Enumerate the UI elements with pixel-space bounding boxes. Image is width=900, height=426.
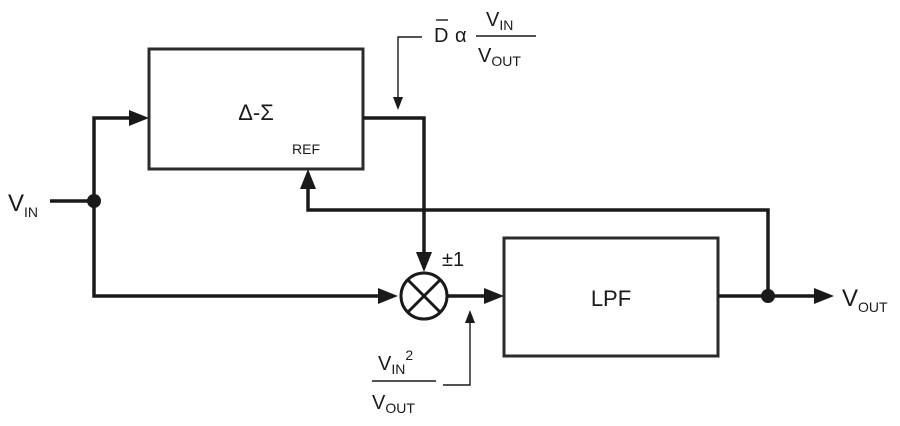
arrowhead-delta-sigma-input xyxy=(129,110,149,126)
arrowhead-multiplier-top xyxy=(416,252,432,272)
multiplier-output-annotation: VIN2 VOUT xyxy=(372,310,475,416)
duty-denominator: VOUT xyxy=(478,45,521,69)
lpf-block: LPF xyxy=(502,236,720,358)
delta-sigma-box xyxy=(147,47,365,171)
ref-label: REF xyxy=(292,141,320,157)
arrowhead-vout xyxy=(814,288,834,304)
delta-sigma-to-multiplier-wire xyxy=(363,116,426,254)
vin-junction-dot xyxy=(87,194,101,208)
duty-leader-line xyxy=(397,36,422,98)
duty-cycle-annotation: D α VIN VOUT xyxy=(393,9,536,110)
vin-label: VIN xyxy=(8,190,38,220)
arrowhead-multiplier-left xyxy=(378,288,398,304)
mult-denominator: VOUT xyxy=(372,392,415,416)
lpf-label: LPF xyxy=(591,286,631,311)
mult-leader-line xyxy=(443,322,471,386)
duty-prefix: D xyxy=(434,25,448,47)
multiplier-sign-label: ±1 xyxy=(442,249,464,271)
mult-leader-arrowhead xyxy=(465,310,475,323)
vout-label: VOUT xyxy=(842,285,888,315)
delta-sigma-label: Δ-Σ xyxy=(238,100,274,125)
multiplier-cross-b xyxy=(406,278,442,314)
multiplier: ±1 xyxy=(399,249,464,321)
arrowhead-lpf-input xyxy=(484,288,504,304)
feedback-wire xyxy=(306,188,770,296)
duty-relation: α xyxy=(455,25,467,47)
lpf-box xyxy=(502,236,720,358)
arrowhead-ref-input xyxy=(300,169,316,189)
vin-to-multiplier-wire xyxy=(92,201,380,298)
mult-numerator: VIN2 xyxy=(378,347,413,377)
arrowheads xyxy=(129,110,834,304)
signal-wires xyxy=(50,116,818,298)
duty-numerator: VIN xyxy=(486,9,513,33)
vout-junction-dot xyxy=(761,289,775,303)
delta-sigma-block: Δ-Σ REF xyxy=(147,47,365,171)
duty-leader-arrowhead xyxy=(393,97,403,110)
vin-to-delta-sigma-wire xyxy=(92,116,131,201)
